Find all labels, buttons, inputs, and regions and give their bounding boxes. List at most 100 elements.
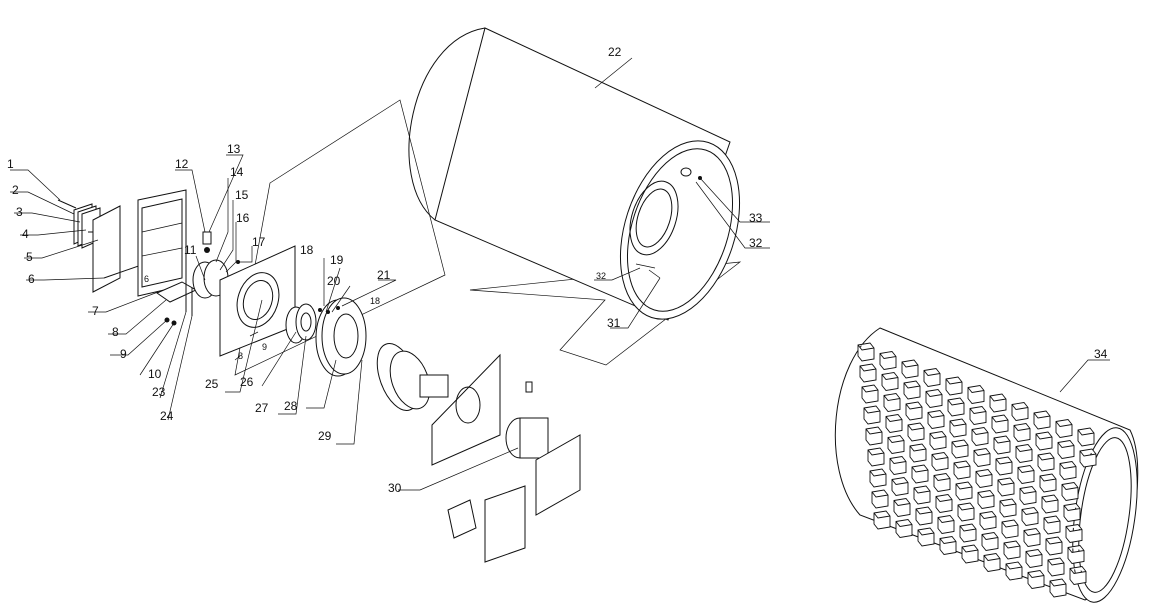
motor-body — [519, 417, 549, 459]
callout-6-secondary: 6 — [144, 274, 149, 284]
padfoot-pad — [865, 426, 883, 446]
padfoot-pad — [901, 359, 919, 379]
padfoot-pad — [959, 523, 977, 543]
padfoot-pad — [977, 490, 995, 509]
callout-13: 13 — [227, 142, 241, 156]
callout-8-secondary: 8 — [238, 351, 243, 361]
callout-14: 14 — [230, 165, 244, 179]
padfoot-pad — [1033, 410, 1051, 430]
padfoot-pad — [1039, 473, 1057, 493]
screw-part-20 — [326, 310, 330, 314]
fitting-part-13 — [202, 231, 212, 245]
padfoot-pad — [1063, 503, 1081, 522]
padfoot-pad — [1001, 519, 1019, 539]
padfoot-pad — [895, 519, 913, 538]
callout-32: 32 — [749, 236, 763, 250]
padfoot-pad — [881, 372, 899, 391]
padfoot-pad — [1011, 402, 1029, 421]
padfoot-pad — [961, 544, 979, 564]
padfoot-pad — [873, 510, 891, 530]
callout-4: 4 — [22, 227, 29, 241]
bearing-part-27 — [295, 303, 317, 341]
padfoot-pad — [999, 498, 1017, 518]
padfoot-pad — [907, 422, 925, 442]
callout-9: 9 — [120, 347, 127, 361]
drum-bolt-31 — [648, 269, 661, 279]
callout-30: 30 — [388, 481, 402, 495]
hub-mount-plate — [431, 353, 501, 466]
padfoot-pad — [909, 443, 927, 463]
callout-32-secondary: 32 — [596, 271, 606, 281]
padfoot-pad — [923, 368, 941, 387]
padfoot-pad — [975, 469, 993, 488]
callout-31: 31 — [607, 316, 621, 330]
padfoot-pad — [1005, 561, 1023, 581]
drum-end-flange — [629, 180, 679, 256]
padfoot-pad — [969, 406, 987, 425]
callout-5: 5 — [26, 250, 33, 264]
motor-bracket — [535, 434, 581, 516]
frame-plate-inner — [141, 198, 183, 288]
padfoot-pad — [859, 363, 877, 383]
padfoot-pad — [1057, 440, 1075, 459]
lower-bracket — [484, 485, 526, 563]
padfoot-pad — [917, 527, 935, 547]
padfoot-pad — [989, 393, 1007, 413]
callout-2: 2 — [12, 183, 19, 197]
padfoot-drum — [834, 327, 1139, 603]
padfoot-pad — [955, 481, 973, 501]
padfoot-pad — [979, 511, 997, 530]
padfoot-pad — [939, 536, 957, 555]
mount-plate-bore — [236, 272, 280, 328]
bracket-part-6 — [92, 205, 121, 293]
leader-lines — [10, 57, 1110, 491]
padfoot-pad — [1019, 486, 1037, 505]
callout-26: 26 — [240, 375, 254, 389]
callout-10: 10 — [148, 367, 162, 381]
drum-end-rim — [626, 148, 734, 312]
callout-1: 1 — [7, 157, 14, 171]
padfoot-pad — [1023, 528, 1041, 547]
callout-labels: 1 2 3 4 5 6 6 7 8 8 9 9 10 11 12 13 14 1… — [7, 45, 1108, 495]
padfoot-pad — [911, 464, 929, 484]
padfoot-pad — [925, 389, 943, 408]
padfoot-pad — [905, 401, 923, 421]
padfoot-pad — [971, 427, 989, 446]
hub-mount-bore — [455, 386, 481, 424]
callout-24: 24 — [160, 409, 174, 423]
padfoot-pad — [915, 506, 933, 526]
padfoot-pad — [991, 414, 1009, 434]
callout-8: 8 — [112, 325, 119, 339]
padfoot-pad — [927, 410, 945, 429]
padfoot-pad — [1015, 444, 1033, 463]
padfoot-pad — [1045, 536, 1063, 556]
padfoot-pad — [1013, 423, 1031, 442]
padfoot-pad — [1049, 578, 1067, 598]
padfoot-pad — [893, 498, 911, 517]
padfoot-pad — [869, 468, 887, 488]
padfoot-pad — [949, 418, 967, 438]
padfoot-pad — [995, 456, 1013, 476]
padfoot-pad — [885, 414, 903, 433]
hub-shaft — [419, 374, 449, 398]
callout-18-secondary: 18 — [370, 296, 380, 306]
padfoot-pad — [1035, 431, 1053, 451]
padfoot-pad — [1043, 515, 1061, 535]
callout-22: 22 — [608, 45, 622, 59]
padfoot-pad — [935, 494, 953, 513]
padfoot-pad — [997, 477, 1015, 497]
padfoot-pad — [937, 515, 955, 534]
callout-16: 16 — [236, 211, 250, 225]
padfoot-pad — [993, 435, 1011, 455]
callout-12: 12 — [175, 157, 189, 171]
drum-plug — [680, 167, 692, 177]
padfoot-pad — [1047, 557, 1065, 577]
callout-7: 7 — [92, 304, 99, 318]
padfoot-pad — [863, 405, 881, 425]
padfoot-pad — [1055, 419, 1073, 438]
padfoot-pad — [1061, 482, 1079, 501]
padfoot-pad — [929, 431, 947, 450]
callout-18: 18 — [300, 243, 314, 257]
mount-plate-bore-inner — [242, 279, 274, 321]
